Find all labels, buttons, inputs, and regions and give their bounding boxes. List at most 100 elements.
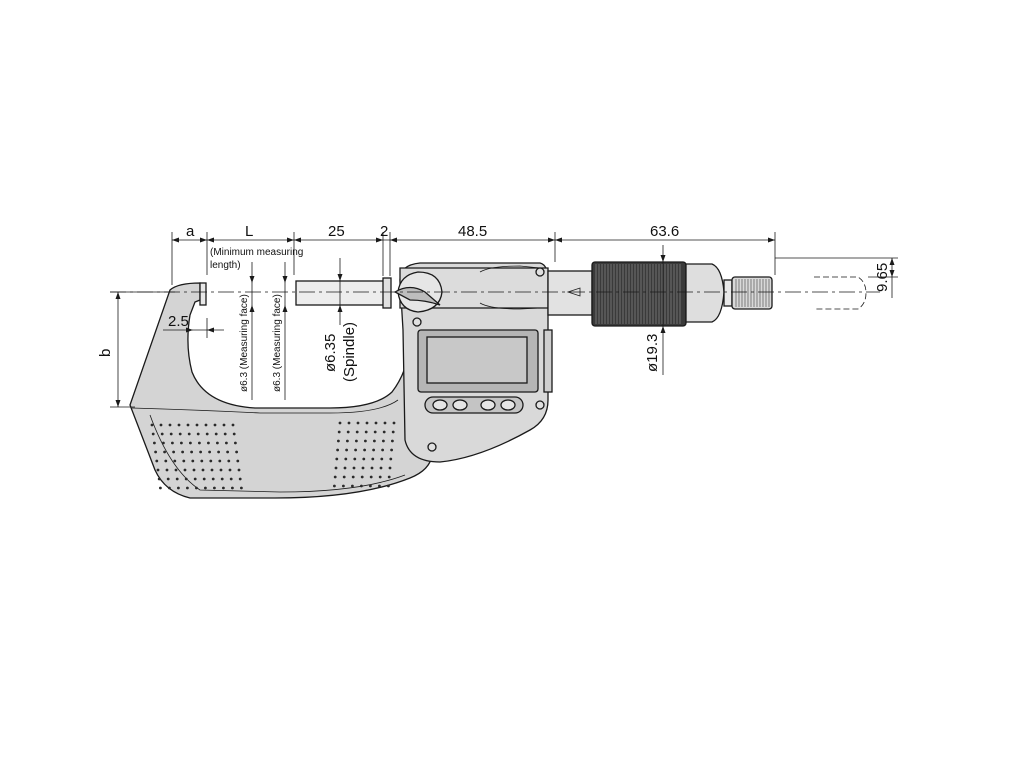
grip-dot xyxy=(234,441,237,445)
grip-dot xyxy=(227,459,231,463)
grip-dot xyxy=(210,468,214,472)
grip-dot xyxy=(346,430,350,434)
grip-dot xyxy=(169,432,173,436)
grip-dot xyxy=(391,430,395,434)
grip-dot xyxy=(196,432,200,436)
grip-dot xyxy=(355,439,358,443)
grip-dot xyxy=(351,484,354,488)
spindle-collar xyxy=(382,277,392,309)
grip-dots-right xyxy=(333,421,396,488)
grip-dot xyxy=(208,450,212,454)
button-origin[interactable] xyxy=(432,399,448,411)
grip-dot xyxy=(173,459,177,463)
screw-bottom-right xyxy=(535,400,545,410)
grip-dot xyxy=(364,430,368,434)
grip-dot xyxy=(237,468,241,472)
extension-lines xyxy=(110,232,898,408)
grip-dot xyxy=(200,459,204,463)
grip-dot xyxy=(207,441,210,445)
grip-dot xyxy=(217,450,221,454)
grip-dot xyxy=(373,430,377,434)
thimble xyxy=(591,261,687,327)
grip-dot xyxy=(351,475,355,479)
grip-dot xyxy=(231,423,235,427)
top-arrows xyxy=(172,237,775,243)
ratchet-knurl xyxy=(735,279,770,307)
grip-dot xyxy=(162,441,165,445)
grip-dot xyxy=(211,477,215,481)
grip-dot xyxy=(240,486,243,490)
grip-dot xyxy=(369,475,373,479)
button-unit[interactable] xyxy=(500,399,516,411)
grip-dot xyxy=(387,475,391,479)
grip-dot xyxy=(371,457,375,461)
grip-dot xyxy=(174,468,178,472)
grip-dot xyxy=(342,484,345,488)
grip-dot xyxy=(157,477,161,481)
grip-dot xyxy=(343,466,347,470)
grip-dot xyxy=(150,423,154,427)
dim-48_5: 48.5 xyxy=(458,223,487,240)
dim-2_5: 2.5 xyxy=(168,313,189,330)
grip-dot xyxy=(362,457,366,461)
grip-dot xyxy=(177,486,180,490)
anvil xyxy=(199,282,207,306)
grip-dot xyxy=(379,466,383,470)
screw-bottom-left xyxy=(427,442,437,452)
grip-dot xyxy=(209,459,213,463)
grip-dot xyxy=(166,477,170,481)
lcd-display xyxy=(426,336,528,384)
grip-dot xyxy=(223,432,227,436)
grip-dot xyxy=(391,439,394,443)
grip-dot xyxy=(165,468,169,472)
grip-dot xyxy=(159,486,162,490)
grip-dot xyxy=(333,475,337,479)
screw-top-right xyxy=(535,267,545,277)
grip-dot xyxy=(346,439,349,443)
note-spindle-label: (Spindle) xyxy=(341,322,358,382)
grip-dot xyxy=(388,466,392,470)
grip-dot xyxy=(383,421,387,425)
dim-L: L xyxy=(245,223,253,240)
face-leader-arrows xyxy=(249,274,343,312)
grip-dot xyxy=(344,457,348,461)
grip-dot xyxy=(160,432,164,436)
ratchet-phantom xyxy=(814,276,867,310)
face-leaders xyxy=(251,258,341,400)
grip-dot xyxy=(175,477,179,481)
grip-dot xyxy=(354,448,357,452)
grip-dot xyxy=(353,457,357,461)
button-hold[interactable] xyxy=(480,399,496,411)
dim-25: 25 xyxy=(328,223,345,240)
grip-dot xyxy=(186,423,190,427)
d19_3-arrows xyxy=(660,255,666,333)
grip-dot xyxy=(334,466,338,470)
grip-dot xyxy=(172,450,176,454)
grip-dot xyxy=(153,441,156,445)
grip-dot xyxy=(365,421,369,425)
grip-dot xyxy=(220,477,224,481)
grip-dot xyxy=(342,475,346,479)
frame-insulator-outline xyxy=(131,399,399,414)
dim-a: a xyxy=(186,223,195,240)
grip-dot xyxy=(378,484,381,488)
grip-dot xyxy=(182,459,186,463)
grip-dot xyxy=(183,468,187,472)
grip-dot xyxy=(184,477,188,481)
grip-dot xyxy=(352,466,356,470)
grip-dot xyxy=(178,432,182,436)
grip-dot xyxy=(228,468,232,472)
output-port xyxy=(543,329,553,393)
grip-dot xyxy=(372,448,375,452)
grip-dot xyxy=(235,450,239,454)
grip-dot xyxy=(195,486,198,490)
grip-dot xyxy=(364,439,367,443)
button-strip xyxy=(424,396,524,414)
grip-dot xyxy=(202,477,206,481)
grip-dot xyxy=(345,448,348,452)
button-zero[interactable] xyxy=(452,399,468,411)
b-arrows xyxy=(115,292,121,407)
grip-dot xyxy=(156,468,160,472)
grip-dot xyxy=(193,477,197,481)
grip-dot xyxy=(226,450,230,454)
